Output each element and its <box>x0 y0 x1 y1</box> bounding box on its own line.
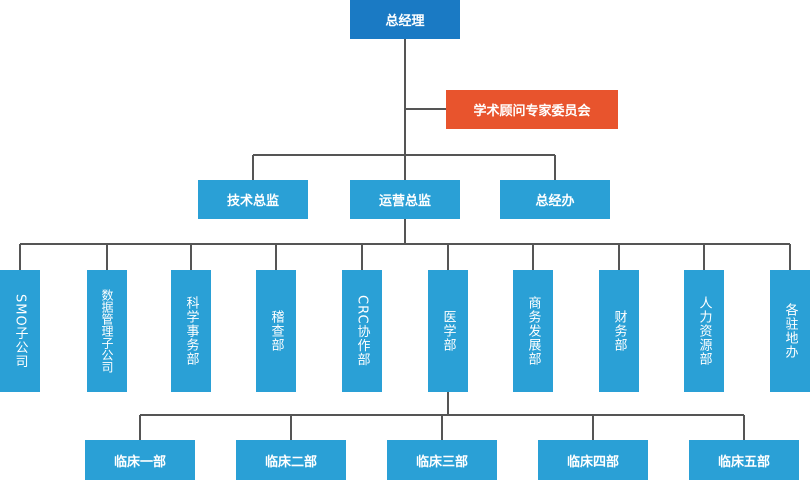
dept-human-resources[interactable]: 人力资源部 <box>684 270 724 392</box>
node-ops-director[interactable]: 运营总监 <box>350 180 460 219</box>
dept-business-development[interactable]: 商务发展部 <box>513 270 553 392</box>
clinical-dept-5[interactable]: 临床五部 <box>689 440 799 480</box>
dept-local-offices[interactable]: 各驻地办 <box>770 270 810 392</box>
dept-smo-subsidiary[interactable]: SMO子公司 <box>0 270 40 392</box>
dept-data-management-subsidiary[interactable]: 数据管理子公司 <box>87 270 127 392</box>
node-gm-office[interactable]: 总经办 <box>500 180 610 219</box>
clinical-dept-3[interactable]: 临床三部 <box>387 440 497 480</box>
node-advisory-committee[interactable]: 学术顾问专家委员会 <box>446 90 618 129</box>
dept-scientific-affairs[interactable]: 科学事务部 <box>171 270 211 392</box>
dept-finance[interactable]: 财务部 <box>599 270 639 392</box>
dept-crc-collaboration[interactable]: CRC协作部 <box>342 270 382 392</box>
node-tech-director[interactable]: 技术总监 <box>198 180 308 219</box>
clinical-dept-4[interactable]: 临床四部 <box>538 440 648 480</box>
node-ceo[interactable]: 总经理 <box>350 0 460 39</box>
clinical-dept-1[interactable]: 临床一部 <box>85 440 195 480</box>
dept-medical[interactable]: 医学部 <box>428 270 468 392</box>
dept-audit[interactable]: 稽查部 <box>256 270 296 392</box>
clinical-dept-2[interactable]: 临床二部 <box>236 440 346 480</box>
